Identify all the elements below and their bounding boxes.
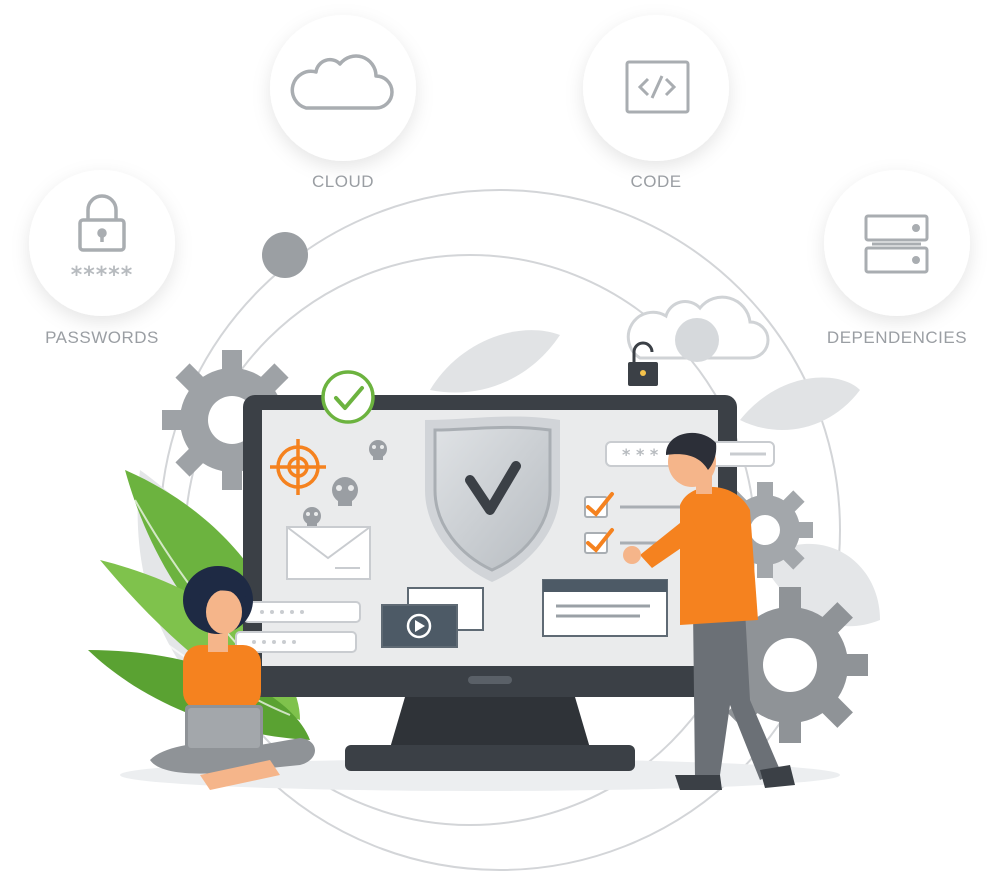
cloud-lock-icon [626,295,770,386]
password-mask: * * * [622,445,659,464]
woman-with-laptop [150,566,315,790]
orbit-dot [262,232,308,278]
server-icon [864,214,929,274]
category-label-code: CODE [630,172,682,191]
browser-window-mockup [542,579,668,637]
email-envelope-icon [286,526,371,580]
cloud-bubble [270,15,416,161]
green-check-icon [321,370,375,424]
dependencies-bubble [824,170,970,316]
category-label-passwords: PASSWORDS [45,328,159,347]
cloud-icon [290,54,394,110]
category-label-dependencies: DEPENDENCIES [826,328,968,347]
passwords-bubble: ***** [29,170,175,316]
floor-shadow [120,759,840,791]
password-mask-stars: ***** [71,263,134,288]
skull-icons [303,440,387,527]
target-icon [270,439,326,495]
category-label-cloud: CLOUD [311,172,374,191]
code-bubble [583,15,729,161]
shield-check-icon [425,416,560,582]
man-standing [623,432,795,790]
code-icon [625,60,690,114]
video-cards [381,587,484,648]
padlock-icon [78,194,126,252]
login-fields-mockup [235,601,361,653]
